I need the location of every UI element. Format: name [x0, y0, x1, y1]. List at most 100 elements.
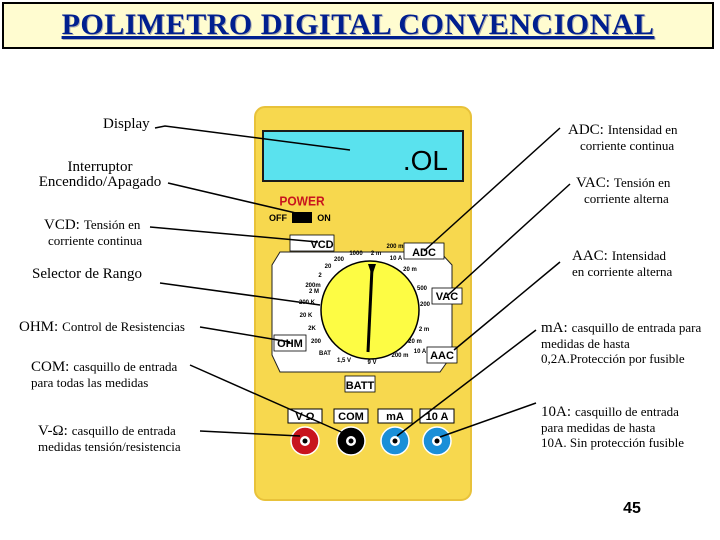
power-on-label: ON [317, 213, 331, 223]
label-selector: Selector de Rango [32, 266, 142, 282]
label-com-key: COM: [31, 359, 70, 375]
label-ma-text: casquillo de entrada para [571, 320, 702, 335]
range-aac10a: 10 A [414, 349, 427, 355]
page-title: POLIMETRO DIGITAL CONVENCIONAL [61, 8, 655, 41]
leader-selector [159, 282, 321, 306]
range-o20k: 20 K [300, 313, 313, 319]
leader-aac [453, 261, 561, 351]
range-v200m: 200m [305, 283, 320, 289]
label-aac: AAC: Intensidad en corriente alterna [572, 248, 672, 279]
leader-adc [423, 127, 561, 252]
leader-ma [396, 329, 537, 437]
range-a10a: 10 A [390, 256, 403, 262]
label-ma-line3: 0,2A.Protección por fusible [541, 351, 685, 366]
label-com-line2: para todas las medidas [31, 375, 149, 390]
lcd-reading: .OL [403, 145, 448, 176]
label-aac-text: Intensidad [611, 248, 666, 263]
range-b15: 1,5 V [337, 358, 351, 364]
vac-section: VAC [436, 291, 458, 303]
range-a2m: 2 m [371, 251, 381, 257]
label-vac: VAC: Tensión en corriente alterna [576, 175, 670, 206]
power-label: POWER [279, 194, 324, 209]
label-ma-key: mA: [541, 320, 568, 336]
jack-10a[interactable]: 10 A [419, 408, 455, 456]
label-com-text: casquillo de entrada [73, 359, 178, 374]
range-o2k: 2K [308, 326, 316, 332]
label-vac-line2: corriente alterna [584, 191, 669, 206]
label-10a-line2: para medidas de hasta [541, 420, 656, 435]
label-vac-text: Tensión en [613, 175, 671, 190]
aac-tab [426, 346, 458, 364]
label-ohm-key: OHM: [19, 319, 59, 335]
batt-section: BATT [346, 380, 375, 392]
label-10a-line3: 10A. Sin protección fusible [541, 435, 684, 450]
label-aac-key: AAC: [572, 248, 608, 264]
range-aac200m: 200 m [391, 353, 408, 359]
leader-vac [447, 183, 571, 296]
power-off-label: OFF [269, 213, 287, 223]
label-aac-line2: en corriente alterna [572, 264, 673, 279]
range-v1000: 1000 [349, 251, 363, 257]
range-vac200: 200 [420, 302, 431, 308]
label-selector-text: Selector de Rango [32, 266, 142, 282]
vcd-tab [289, 234, 335, 252]
label-v-text: casquillo de entrada [71, 423, 176, 438]
range-aac2m: 2 m [419, 327, 429, 333]
power-switch[interactable] [292, 212, 312, 223]
label-vcd-line2: corriente continua [48, 233, 143, 248]
label-vac-key: VAC: [576, 175, 610, 191]
range-o2m: 2 M [309, 289, 319, 295]
label-v-line2: medidas tensión/resistencia [38, 439, 181, 454]
label-adc-line2: corriente continua [580, 138, 675, 153]
label-display: Display [103, 116, 150, 132]
knob-pointer [366, 267, 374, 353]
page-number: 45 [623, 500, 641, 517]
leader-v [199, 430, 301, 437]
range-v2: 2 [318, 273, 322, 279]
leader-switch [167, 182, 301, 215]
knob-pointer-arrow [368, 264, 376, 276]
label-adc-text: Intensidad en [607, 122, 678, 137]
label-display-text: Display [103, 116, 150, 132]
label-v-key: V-Ω: [38, 423, 68, 439]
label-10a-key: 10A: [541, 404, 571, 420]
leader-ohm [199, 326, 291, 343]
adc-section: ADC [412, 247, 436, 259]
range-v20: 20 [325, 264, 332, 270]
range-b9: 9 V [367, 360, 376, 366]
label-ohm-text: Control de Resistencias [62, 319, 185, 334]
label-adc-key: ADC: [568, 122, 604, 138]
range-v200: 200 [334, 257, 345, 263]
leader-com [189, 364, 349, 436]
label-10a-text: casquillo de entrada [575, 404, 679, 419]
aac-section: AAC [430, 350, 454, 362]
label-ma: mA: casquillo de entrada para medidas de… [541, 320, 701, 366]
vac-tab [431, 287, 463, 305]
leader-10a [439, 402, 537, 438]
leader-display [154, 125, 351, 151]
range-vac500: 500 [417, 286, 428, 292]
label-vcd-key: VCD: [44, 217, 80, 233]
batt-tab [344, 375, 376, 393]
lcd-display [262, 130, 464, 182]
label-v: V-Ω: casquillo de entrada medidas tensió… [38, 423, 181, 454]
jack-com-label: COM [338, 411, 364, 423]
jack-ma[interactable]: mA [377, 408, 413, 456]
label-10a: 10A: casquillo de entrada para medidas d… [541, 404, 684, 450]
ohm-tab [273, 334, 307, 352]
label-ohm: OHM: Control de Resistencias [19, 319, 185, 335]
label-vcd: VCD: Tensión en corriente continua [44, 217, 142, 248]
label-switch-line1: Interruptor [67, 159, 133, 175]
jack-10a-label: 10 A [426, 411, 449, 423]
range-a200m: 200 m [386, 244, 403, 250]
jack-ma-label: mA [386, 411, 404, 423]
label-ma-line2: medidas de hasta [541, 336, 630, 351]
title-box: POLIMETRO DIGITAL CONVENCIONAL [2, 2, 714, 49]
label-adc: ADC: Intensidad en corriente continua [568, 122, 678, 153]
label-switch-line2: Encendido/Apagado [38, 174, 162, 190]
leader-vcd [149, 226, 319, 243]
label-com: COM: casquillo de entrada para todas las… [31, 359, 177, 390]
vcd-section: VCD [310, 239, 333, 251]
range-bat: BAT [319, 351, 331, 357]
